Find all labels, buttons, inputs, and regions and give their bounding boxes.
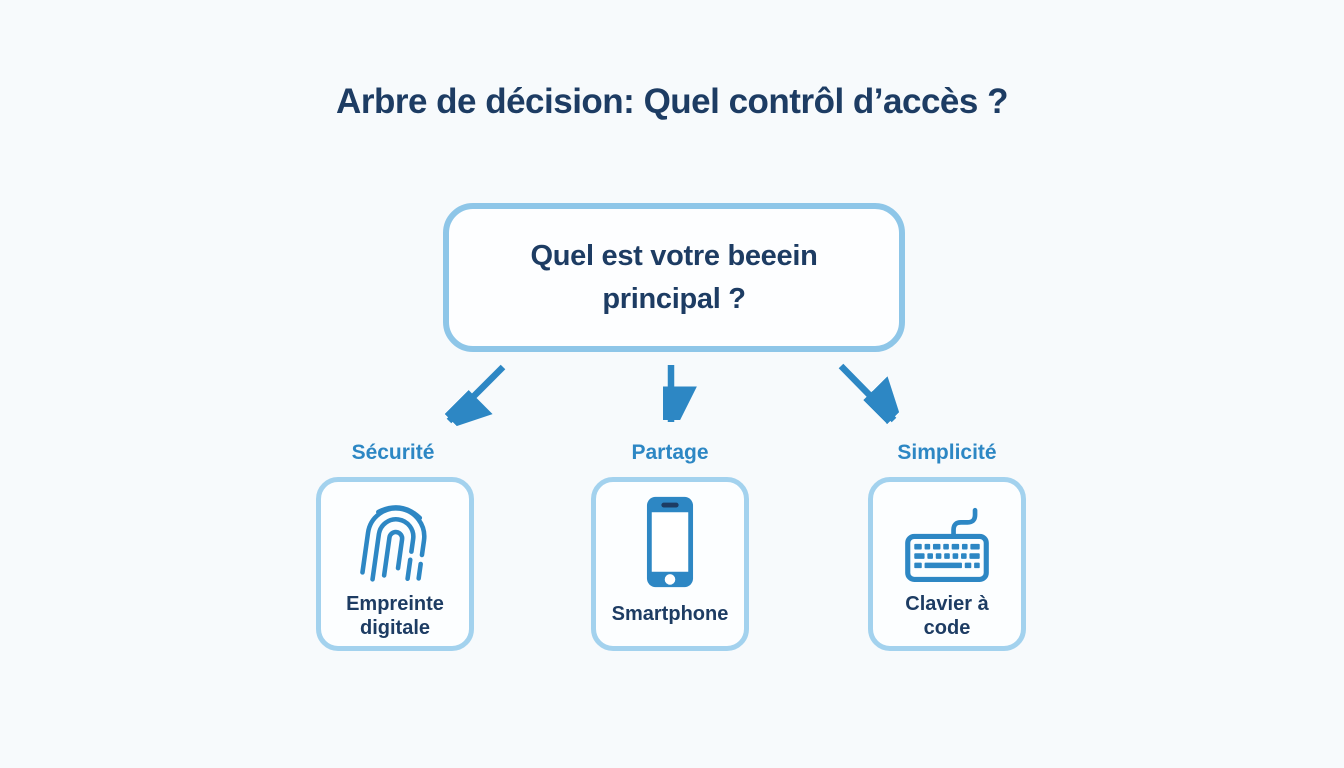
option-label-clavier-a-code: Clavier à code bbox=[905, 593, 989, 639]
option-label-empreinte-digitale: Empreinte digitale bbox=[346, 593, 444, 639]
arrow-right bbox=[838, 363, 894, 420]
option-node-smartphone: Smartphone bbox=[591, 477, 749, 651]
option-node-clavier-a-code: Clavier à code bbox=[868, 477, 1026, 651]
root-question-node: Quel est votre beeein principal ? bbox=[443, 203, 905, 352]
page-title: Arbre de décision: Quel contrôl d’accès … bbox=[336, 82, 1008, 121]
fingerprint-icon bbox=[354, 494, 436, 590]
branch-label-securite: Sécurité bbox=[351, 441, 435, 464]
branch-label-simplicite: Simplicité bbox=[897, 441, 997, 464]
smartphone-icon bbox=[641, 494, 699, 590]
arrow-left bbox=[449, 364, 506, 421]
keyboard-icon bbox=[900, 494, 994, 590]
branch-label-partage: Partage bbox=[631, 441, 709, 464]
branch-arrows bbox=[0, 363, 1344, 440]
root-question-text: Quel est votre beeein principal ? bbox=[530, 240, 818, 315]
option-node-empreinte-digitale: Empreinte digitale bbox=[316, 477, 474, 651]
option-label-smartphone: Smartphone bbox=[611, 603, 729, 625]
